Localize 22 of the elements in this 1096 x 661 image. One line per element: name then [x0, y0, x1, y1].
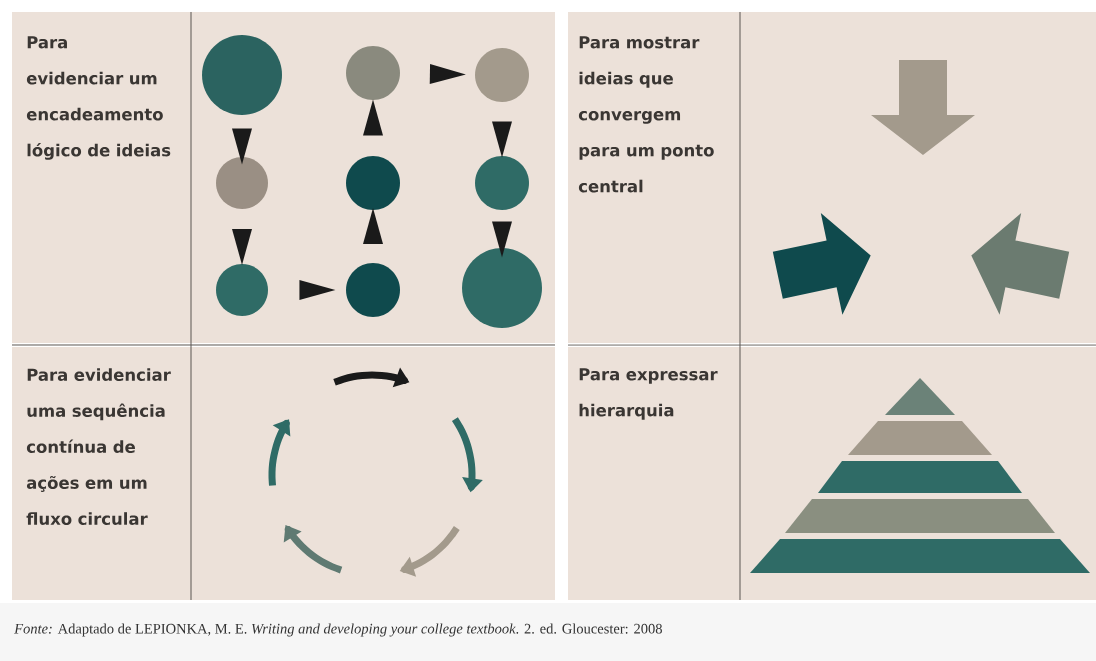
triangle-arrow	[492, 221, 512, 258]
triangle-arrow	[232, 228, 252, 265]
circle	[346, 156, 400, 210]
triangle-arrow	[429, 63, 466, 84]
panel-text: Para evidenciar uma sequência contínua de ações em um fluxo circular	[26, 368, 171, 525]
triangle-arrow	[299, 280, 336, 300]
circle	[475, 48, 529, 102]
circle	[202, 35, 282, 115]
triangle-arrow	[492, 121, 512, 158]
source-caption: Fonte: Adaptado de LEPIONKA, M. E. Writing and developing your college textbook. 2. ed. Gloucester: 2008	[14, 623, 662, 637]
panel-text: Para evidenciar um encadeamento lógico de ideias	[26, 36, 171, 160]
circle	[475, 156, 529, 210]
triangle-arrow	[363, 99, 383, 136]
panel-text: Para expressar hierarquia	[579, 368, 718, 420]
circle	[216, 264, 268, 316]
triangle-arrow	[363, 208, 383, 245]
panel-text: Para mostrar ideias que convergem para um ponto central	[578, 36, 714, 193]
circle	[346, 263, 400, 317]
circle	[462, 248, 542, 328]
triangle-arrow	[232, 128, 252, 165]
circle	[216, 157, 268, 209]
circle	[346, 46, 400, 100]
